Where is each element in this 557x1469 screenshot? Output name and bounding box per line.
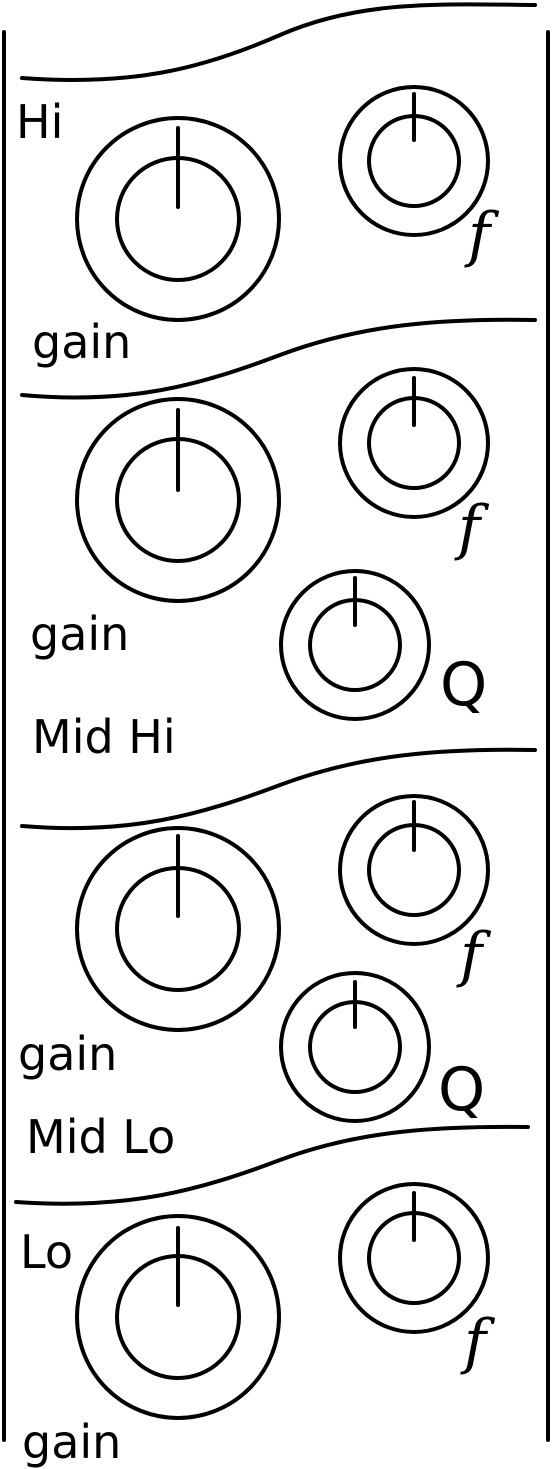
q-label: Q: [438, 1055, 485, 1125]
q-label: Q: [440, 650, 487, 720]
section-lo: Lo gain f: [20, 1182, 496, 1469]
gain-label: gain: [22, 1415, 121, 1469]
freq-knob[interactable]: [338, 85, 490, 237]
gain-label: gain: [30, 607, 129, 661]
divider-top: [20, 2, 537, 83]
freq-label: f: [464, 200, 500, 270]
freq-knob[interactable]: [338, 1182, 490, 1334]
section-mid-lo: gain f Q Mid Lo: [18, 794, 492, 1164]
gain-label: gain: [18, 1027, 117, 1081]
freq-knob[interactable]: [338, 794, 490, 946]
gain-knob[interactable]: [75, 826, 281, 1032]
divider-hi-midhi: [20, 317, 537, 400]
section-label: Mid Lo: [26, 1110, 175, 1164]
section-label: Mid Hi: [32, 710, 176, 764]
gain-knob[interactable]: [75, 116, 281, 322]
gain-knob[interactable]: [75, 1214, 281, 1420]
freq-knob[interactable]: [338, 367, 490, 519]
freq-label: f: [454, 493, 490, 563]
q-knob[interactable]: [279, 971, 431, 1123]
divider-midhi-midlo: [20, 747, 537, 831]
section-mid-hi: gain f Q Mid Hi: [30, 367, 490, 764]
freq-label: f: [460, 1307, 496, 1377]
freq-label: f: [456, 920, 492, 990]
divider-midlo-lo: [14, 1124, 530, 1206]
section-label: Hi: [16, 95, 63, 149]
section-label: Lo: [20, 1225, 73, 1279]
gain-label: gain: [32, 315, 131, 369]
q-knob[interactable]: [279, 569, 431, 721]
section-hi: Hi gain f: [16, 85, 500, 369]
gain-knob[interactable]: [75, 397, 281, 603]
